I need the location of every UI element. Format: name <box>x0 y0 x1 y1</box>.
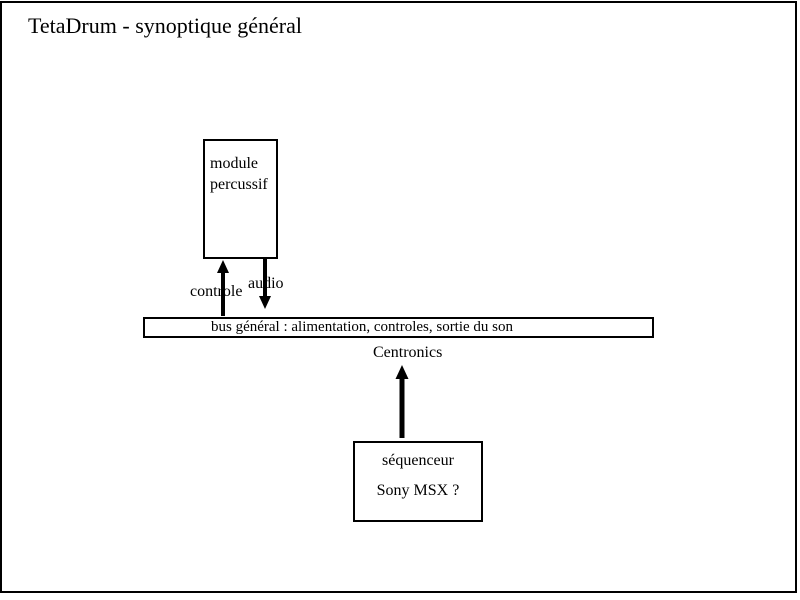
centronics-arrow-up-icon <box>395 365 409 438</box>
sequenceur-box-line-1: séquenceur <box>382 452 454 469</box>
bus-general-label: bus général : alimentation, controles, s… <box>211 319 514 335</box>
controle-arrow-up-icon <box>217 260 229 316</box>
sequenceur-box-line-2: Sony MSX ? <box>376 482 460 499</box>
page-title: TetaDrum - synoptique général <box>28 13 302 38</box>
module-box-line-1: module <box>210 155 258 172</box>
bus-general-box: bus général : alimentation, controles, s… <box>143 317 654 338</box>
controle-label: controle <box>190 283 243 300</box>
module-box-line-2: percussif <box>210 176 268 193</box>
module-percussif-box: module percussif <box>203 139 278 259</box>
audio-label: audio <box>248 275 284 292</box>
centronics-label: Centronics <box>373 344 443 361</box>
audio-arrow-down-icon <box>259 259 271 309</box>
sequenceur-box: séquenceur Sony MSX ? <box>353 441 483 522</box>
